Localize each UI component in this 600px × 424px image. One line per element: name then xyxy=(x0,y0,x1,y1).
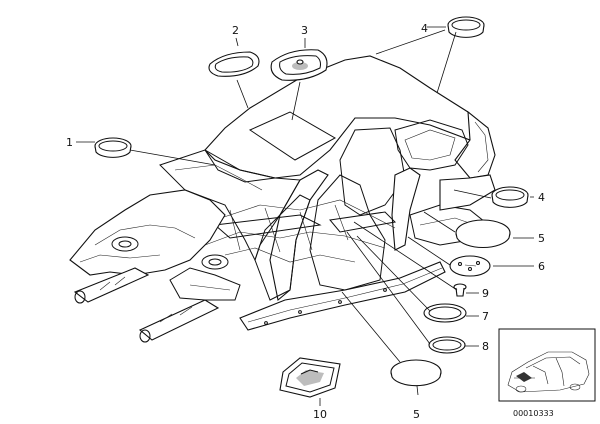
vehicle-inset-thumbnail xyxy=(498,328,596,402)
callout-4-top: 4 xyxy=(421,22,428,35)
callout-2: 2 xyxy=(232,24,239,37)
part-8-ring-seal xyxy=(428,336,466,354)
callout-8: 8 xyxy=(482,340,489,353)
callout-9: 9 xyxy=(482,287,489,300)
callout-5-bottom: 5 xyxy=(413,408,420,421)
callout-5-right: 5 xyxy=(538,232,545,245)
part-4-plug-right xyxy=(491,186,529,208)
callout-4-right: 4 xyxy=(538,191,545,204)
part-1-plug xyxy=(94,137,132,158)
leader-lines xyxy=(76,26,534,406)
part-6-vented-plug xyxy=(449,255,491,277)
callout-labels: 1 2 3 4 4 5 5 6 7 8 9 10 xyxy=(66,22,545,421)
car-body-shell xyxy=(69,55,496,343)
part-5-large-plug xyxy=(455,219,511,249)
part-4-plug-top xyxy=(447,16,485,38)
reference-number: 00010333 xyxy=(513,409,554,418)
part-5-large-plug-bottom xyxy=(390,359,442,387)
callout-1: 1 xyxy=(66,136,73,149)
part-2-oval-grommet xyxy=(208,51,260,77)
part-3-oval-cover xyxy=(270,49,328,81)
callout-6: 6 xyxy=(538,260,545,273)
part-7-ring-seal xyxy=(423,303,467,323)
callout-3: 3 xyxy=(301,24,308,37)
part-10-rectangular-plug xyxy=(279,357,341,398)
callout-10: 10 xyxy=(313,408,327,421)
callout-7: 7 xyxy=(482,310,489,323)
part-9-push-pin xyxy=(453,283,467,297)
